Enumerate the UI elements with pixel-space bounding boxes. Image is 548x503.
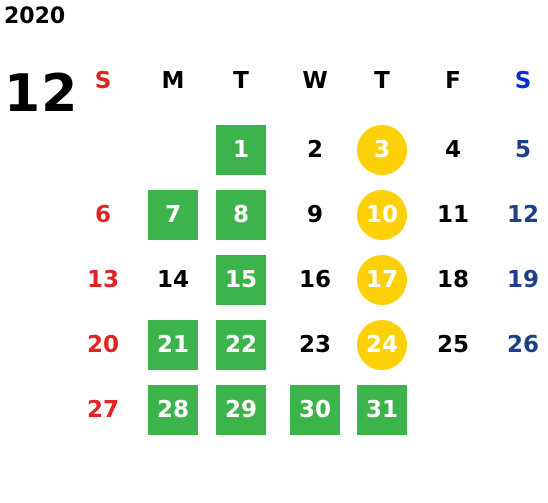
day-cell[interactable]: 3 xyxy=(357,125,407,175)
weekday-label: T xyxy=(233,68,249,94)
day-cell[interactable]: 30 xyxy=(290,385,340,435)
day-cell[interactable]: 16 xyxy=(298,267,331,293)
day-cell[interactable]: 4 xyxy=(444,137,461,163)
day-cell[interactable]: 14 xyxy=(156,267,189,293)
weekday-label: T xyxy=(374,68,390,94)
month-number: 12 xyxy=(4,64,79,124)
weekday-label: M xyxy=(161,68,185,94)
day-cell[interactable]: 10 xyxy=(357,190,407,240)
day-cell[interactable]: 12 xyxy=(506,202,539,228)
day-cell[interactable]: 22 xyxy=(216,320,266,370)
day-cell[interactable]: 27 xyxy=(86,397,119,423)
day-cell[interactable]: 28 xyxy=(148,385,198,435)
day-cell[interactable]: 24 xyxy=(357,320,407,370)
day-cell[interactable]: 31 xyxy=(357,385,407,435)
day-cell[interactable]: 6 xyxy=(94,202,111,228)
day-cell[interactable]: 5 xyxy=(514,137,531,163)
day-cell[interactable]: 11 xyxy=(436,202,469,228)
day-cell[interactable]: 13 xyxy=(86,267,119,293)
day-cell[interactable]: 19 xyxy=(506,267,539,293)
day-cell[interactable]: 2 xyxy=(306,137,323,163)
day-cell[interactable]: 29 xyxy=(216,385,266,435)
year-label: 2020 xyxy=(4,4,66,29)
day-cell[interactable]: 20 xyxy=(86,332,119,358)
weekday-label: F xyxy=(445,68,461,94)
day-cell[interactable]: 21 xyxy=(148,320,198,370)
day-cell[interactable]: 8 xyxy=(216,190,266,240)
day-cell[interactable]: 7 xyxy=(148,190,198,240)
weekday-label: W xyxy=(302,68,328,94)
weekday-label: S xyxy=(514,68,532,94)
day-cell[interactable]: 18 xyxy=(436,267,469,293)
day-cell[interactable]: 25 xyxy=(436,332,469,358)
day-cell[interactable]: 9 xyxy=(306,202,323,228)
day-cell[interactable]: 26 xyxy=(506,332,539,358)
day-cell[interactable]: 17 xyxy=(357,255,407,305)
day-cell[interactable]: 23 xyxy=(298,332,331,358)
weekday-label: S xyxy=(94,68,112,94)
day-cell[interactable]: 15 xyxy=(216,255,266,305)
day-cell[interactable]: 1 xyxy=(216,125,266,175)
